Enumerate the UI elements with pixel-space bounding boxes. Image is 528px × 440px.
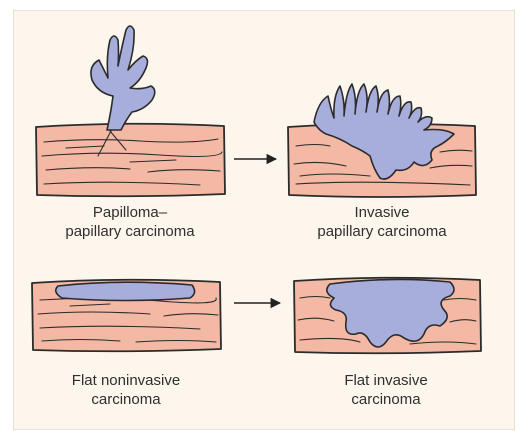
tissue-fibers-flat-invasive: [297, 295, 477, 345]
panel-papilloma: [35, 25, 226, 198]
panel-flat-invasive: [293, 276, 482, 355]
caption-invasive-papillary: Invasive papillary carcinoma: [272, 203, 492, 241]
panel-flat-noninvasive: [31, 278, 222, 353]
caption-flat-noninvasive: Flat noninvasive carcinoma: [16, 371, 236, 409]
caption-papilloma-line1: Papilloma–: [92, 204, 168, 221]
papillary-tumor: [90, 25, 156, 131]
tissue-slab-papilloma: [35, 122, 226, 198]
caption-flat-invasive-line2: carcinoma: [351, 391, 421, 408]
tissue-fibers-invasive-papillary: [293, 143, 473, 186]
caption-flat-noninvasive-line2: carcinoma: [91, 391, 161, 408]
tissue-fibers-papilloma: [41, 128, 223, 186]
caption-invasive-papillary-line1: Invasive: [354, 204, 410, 221]
caption-flat-noninvasive-line1: Flat noninvasive: [71, 372, 181, 389]
flat-noninvasive-tumor: [54, 281, 196, 302]
caption-flat-invasive: Flat invasive carcinoma: [276, 371, 496, 409]
caption-papilloma: Papilloma– papillary carcinoma: [20, 203, 240, 241]
caption-papilloma-line2: papillary carcinoma: [65, 223, 195, 240]
invasive-papillary-tumor: [313, 83, 455, 180]
panel-invasive-papillary: [287, 83, 477, 198]
flat-invasive-tumor: [326, 278, 455, 348]
caption-flat-invasive-line1: Flat invasive: [344, 372, 428, 389]
caption-invasive-papillary-line2: papillary carcinoma: [317, 223, 447, 240]
